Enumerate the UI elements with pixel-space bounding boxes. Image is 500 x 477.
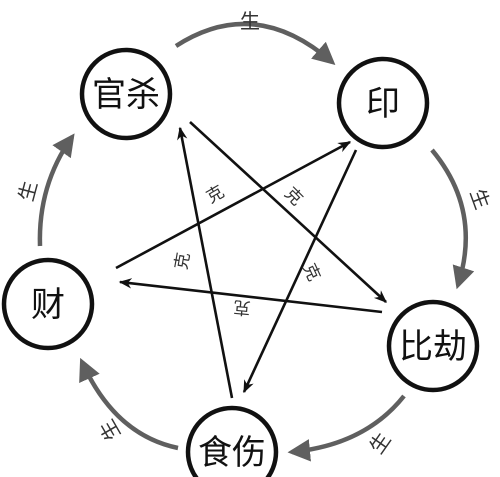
label-generate-left: 生: [14, 178, 42, 204]
line-yin-to-shishang: [242, 149, 358, 394]
node-bijie-label: 比劫: [399, 327, 467, 367]
arc-guansha-to-yin: [174, 21, 336, 65]
label-control-cai-yin: 克: [203, 182, 228, 208]
line-bijie-to-cai: [118, 278, 383, 314]
node-bijie: 比劫: [386, 299, 480, 393]
label-generate-top: 生: [240, 9, 260, 33]
label-control-yin-shishang: 克: [298, 260, 323, 284]
arc-bijie-to-shishang: [287, 394, 406, 462]
arc-shishang-to-cai: [79, 357, 179, 451]
node-yin-label: 印: [366, 84, 400, 124]
node-guansha-label: 官杀: [92, 75, 160, 115]
node-cai: 财: [1, 257, 95, 351]
label-control-guansha-bijie: 克: [280, 184, 306, 210]
label-control-shishang-guansha: 克: [172, 251, 195, 271]
arc-cai-to-guansha: [37, 133, 75, 247]
label-generate-bottom-right: 生: [364, 428, 395, 458]
node-shishang-label: 食伤: [198, 433, 266, 473]
label-generate-right: 生: [465, 185, 494, 212]
line-guansha-to-bijie: [189, 121, 387, 303]
line-shishang-to-guansha: [177, 126, 234, 399]
line-cai-to-yin: [115, 140, 352, 270]
node-shishang: 食伤: [185, 405, 279, 477]
label-control-bijie-cai: 克: [233, 296, 252, 317]
control-star: [115, 121, 387, 399]
generate-cycle: [37, 21, 475, 462]
node-cai-label: 财: [31, 285, 65, 325]
node-yin: 印: [336, 56, 430, 150]
node-guansha: 官杀: [79, 47, 173, 141]
arc-yin-to-bijie: [430, 148, 475, 290]
